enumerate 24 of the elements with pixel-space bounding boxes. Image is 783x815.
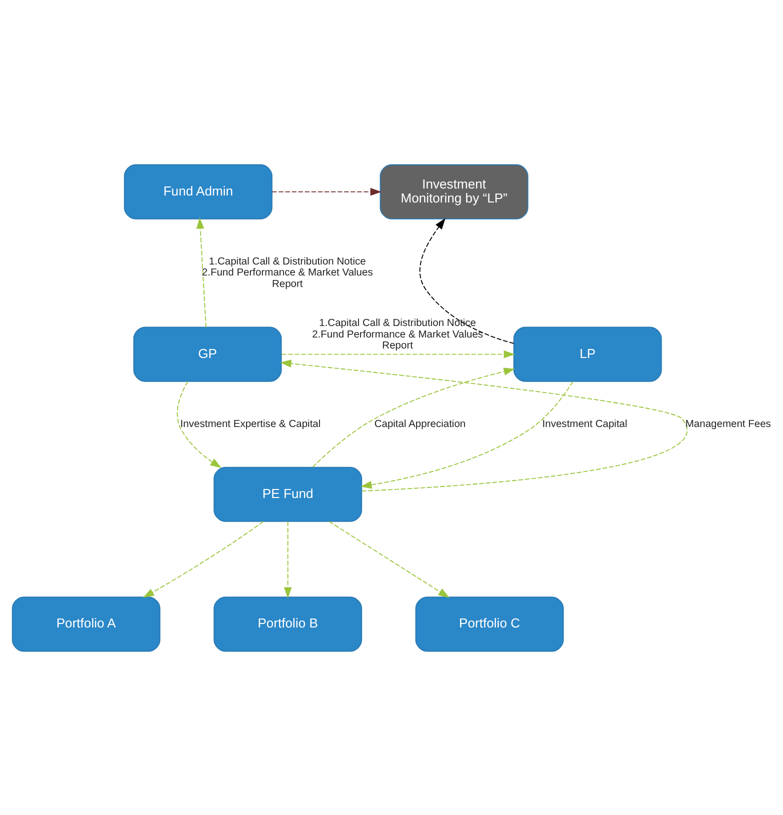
node-box: GP [133, 326, 282, 382]
arrow [419, 218, 514, 344]
edge-label: Investment Capital [542, 418, 628, 430]
node-box: Portfolio B [214, 596, 362, 652]
arrow [328, 520, 450, 598]
arrow [284, 520, 292, 598]
node-box: Portfolio C [415, 596, 564, 652]
edge-label: 1.Capital Call & Distribution Notice 2.Fund Performance & Market Values Report [312, 318, 484, 352]
arrow [196, 217, 206, 328]
edge-label: Investment Expertise & Capital [180, 418, 321, 430]
edge-label: Capital Appreciation [374, 418, 466, 430]
arrow [360, 380, 574, 488]
arrow [142, 520, 264, 598]
arrow [312, 367, 516, 468]
edge-label: Management Fees [685, 418, 771, 430]
node-box: Fund Admin [124, 164, 272, 219]
arrow [272, 187, 382, 196]
node-box: PE Fund [214, 466, 362, 522]
arrow [281, 350, 516, 358]
node-box: Portfolio A [12, 596, 160, 652]
arrow [280, 359, 688, 491]
node-box: Investment Monitoring by “LP” [380, 164, 528, 219]
arrow [176, 380, 222, 468]
node-box: LP [513, 326, 662, 382]
